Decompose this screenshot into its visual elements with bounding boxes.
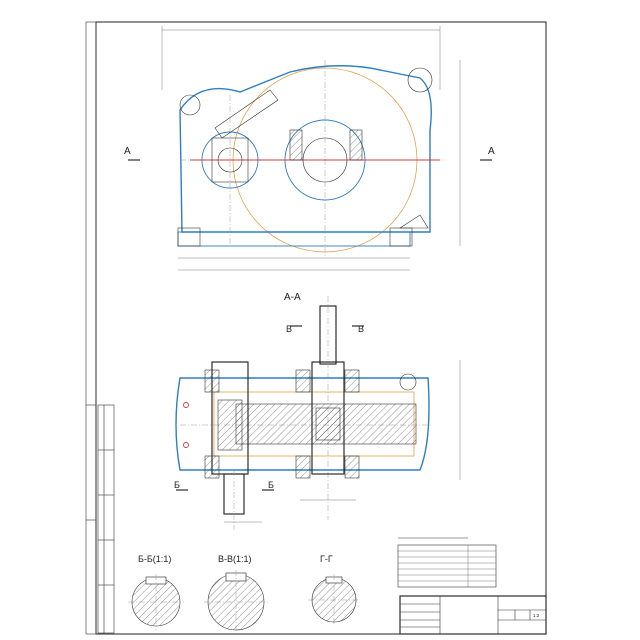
section-vv-title: В-В(1:1) xyxy=(218,554,252,564)
section-gg-view xyxy=(308,574,360,626)
section-vv-view xyxy=(204,570,268,634)
section-bb-view xyxy=(128,574,184,630)
section-marker-v-left: В xyxy=(286,324,292,334)
binding-stamp xyxy=(97,404,115,634)
section-aa-title: A-A xyxy=(284,292,301,303)
section-gg-title: Г-Г xyxy=(320,554,333,564)
sheet-frame xyxy=(85,21,547,635)
section-marker-a-left: A xyxy=(124,146,131,157)
pinion-shaft-hatch xyxy=(217,399,243,451)
title-block xyxy=(399,595,547,635)
inspection-hatch xyxy=(214,89,279,139)
plan-section-view xyxy=(175,296,461,530)
housing-outline-plan xyxy=(175,377,430,471)
section-marker-v-right: В xyxy=(358,324,364,334)
section-marker-a-right: A xyxy=(488,146,495,157)
housing-outline-top xyxy=(179,65,432,233)
title-block-scale: 1:2 xyxy=(533,613,540,618)
section-marker-b-right: Б xyxy=(268,480,274,490)
tech-requirements-table xyxy=(397,537,497,588)
front-view xyxy=(128,26,492,271)
section-marker-b-left: Б xyxy=(174,480,180,490)
section-bb-title: Б-Б(1:1) xyxy=(138,554,171,564)
housing-base xyxy=(177,231,411,247)
